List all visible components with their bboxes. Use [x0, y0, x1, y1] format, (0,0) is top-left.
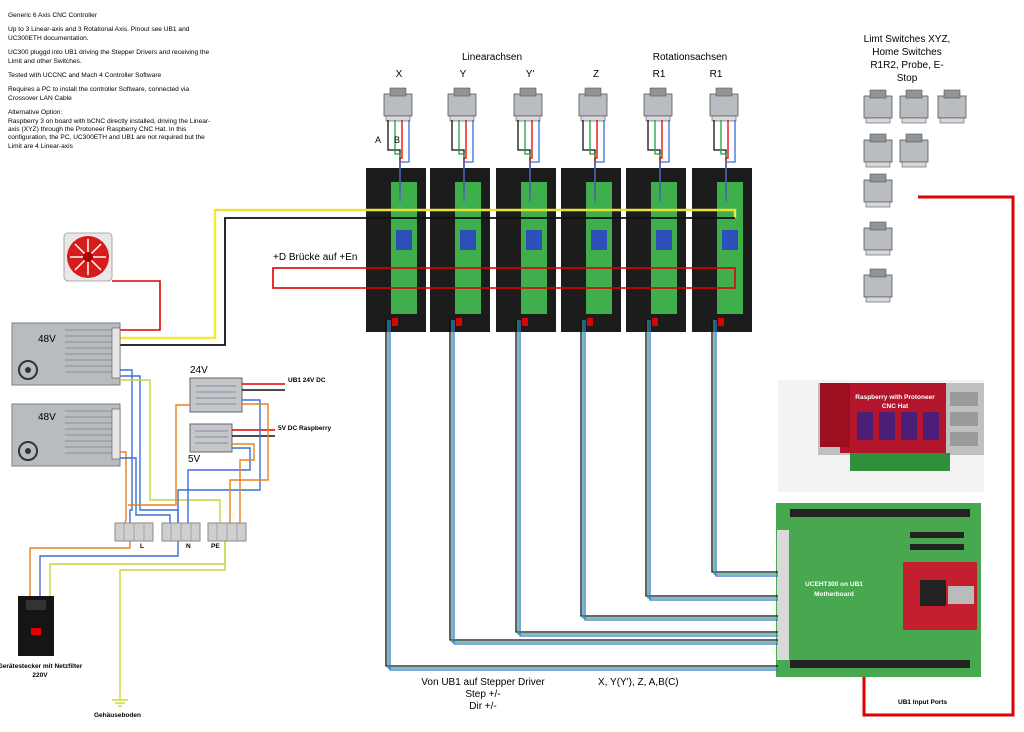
stepper-driver-3 [496, 87, 556, 332]
stepper-motor-4 [578, 87, 608, 122]
signal-wire-1-2 [387, 320, 778, 669]
axis-label-r1-a: R1 [652, 69, 666, 80]
signal-wire-5-2 [647, 320, 778, 599]
ground-label: Gehäuseboden [94, 712, 141, 719]
bridge-wire [272, 267, 736, 289]
bottom-line-2: Step +/- [465, 689, 501, 700]
signal-wire-1-3 [389, 320, 778, 671]
limit-switch-3 [937, 89, 967, 124]
limits-title: Limt Switches XYZ, Home Switches R1R2, P… [863, 34, 951, 84]
signal-wire-5-3 [649, 320, 778, 601]
raspberry-board [778, 380, 984, 492]
ub1-motherboard [776, 503, 981, 677]
signal-wire-2-2 [451, 320, 778, 643]
bottom-line-1: Von UB1 auf Stepper Driver [421, 677, 545, 688]
terminal-label-l: L [140, 543, 144, 550]
note-pc: Requires a PC to install the controller … [8, 86, 190, 102]
signal-wire-5-1 [645, 320, 778, 597]
signal-wire-2-1 [449, 320, 778, 641]
bottom-label: Von UB1 auf Stepper Driver Step +/- Dir … [398, 677, 568, 713]
axis-label-y-prime: Y' [525, 69, 535, 80]
note-alternative: Alternative Option: Raspberry 3 on board… [8, 109, 211, 150]
axis-label-x: X [395, 69, 403, 80]
yellow-wire [120, 208, 737, 340]
out-label-5v: 5V DC Raspberry [278, 425, 332, 432]
mb-label: UCEHT300 on UB1 Motherboard [805, 581, 863, 598]
psu-48v-a [11, 322, 121, 386]
group-label-linear: Linearachsen [461, 52, 523, 63]
rpi-label: Raspberry with Protoneer CNC Hat [855, 394, 935, 410]
bridge-label: +D Brücke auf +En [273, 252, 358, 263]
signal-wire-4-1 [580, 320, 778, 617]
black-wire [120, 217, 735, 346]
mains-wires [29, 369, 269, 700]
stepper-motor-3 [513, 87, 543, 122]
stepper-motor-1 [383, 87, 413, 122]
bottom-line-3: Dir +/- [469, 701, 497, 712]
stepper-motor-6 [709, 87, 739, 122]
axis-label-z: Z [592, 69, 600, 80]
psu-label-5v: 5V [188, 454, 201, 465]
wire-label-b: B [394, 135, 401, 145]
axes-text: X, Y(Y'), Z, A,B(C) [598, 677, 679, 688]
note-axes: Up to 3 Linear-axis and 3 Rotational Axi… [8, 26, 190, 42]
terminal-blocks [114, 522, 247, 542]
limit-switch-7 [863, 221, 893, 256]
fan-wire [112, 280, 161, 331]
stepper-driver-2 [430, 87, 490, 332]
signal-wire-3-2 [517, 320, 778, 635]
limit-switch-5 [899, 133, 929, 168]
signal-wire-6-2 [713, 320, 778, 575]
signal-wire-3-3 [519, 320, 778, 637]
psu-5v [189, 423, 233, 453]
out-label-24v: UB1 24V DC [288, 377, 326, 384]
stepper-driver-5 [626, 87, 686, 332]
psu-48v-b [11, 403, 121, 467]
signal-wire-6-3 [715, 320, 778, 577]
limit-wire [862, 195, 1015, 717]
inlet-label: Gerätestecker mit Netzfilter 220V [0, 663, 83, 679]
notes: Generic 6 Axis CNC Controller Up to 3 Li… [8, 12, 220, 157]
signal-wire-1-1 [385, 320, 778, 667]
limit-switch-6 [863, 173, 893, 208]
ub1-inputs-label: UB1 Input Ports [898, 699, 948, 706]
psu-label-48v-b: 48V [38, 412, 56, 423]
psu-label-24v: 24V [190, 365, 208, 376]
signal-wire-3-1 [515, 320, 778, 633]
signal-wire-2-3 [453, 320, 778, 645]
note-uc300: UC300 pluggd into UB1 driving the Steppe… [8, 49, 210, 65]
axis-label-r1-b: R1 [709, 69, 723, 80]
signal-wire-6-1 [711, 320, 778, 573]
stepper-driver-4 [561, 87, 621, 332]
note-tested: Tested with UCCNC and Mach 4 Controller … [8, 72, 162, 80]
stepper-motor-2 [447, 87, 477, 122]
signal-wire-4-2 [582, 320, 778, 619]
ground-symbol [112, 699, 128, 707]
wire-label-a: A [375, 135, 382, 145]
group-label-rotation: Rotationsachsen [652, 52, 728, 63]
stepper-motor-5 [643, 87, 673, 122]
note-title: Generic 6 Axis CNC Controller [8, 12, 98, 19]
fan [63, 232, 113, 282]
terminal-label-n: N [186, 543, 191, 550]
stepper-driver-1 [366, 87, 426, 332]
limit-switch-1 [863, 89, 893, 124]
power-inlet [18, 596, 54, 656]
limit-switch-2 [899, 89, 929, 124]
signal-wire-4-3 [584, 320, 778, 621]
stepper-driver-6 [692, 87, 752, 332]
psu-24v [189, 377, 243, 413]
psu-label-48v-a: 48V [38, 334, 56, 345]
axis-label-y: Y [459, 69, 467, 80]
limit-switch-8 [863, 268, 893, 303]
terminal-label-pe: PE [211, 543, 220, 550]
limit-switch-4 [863, 133, 893, 168]
